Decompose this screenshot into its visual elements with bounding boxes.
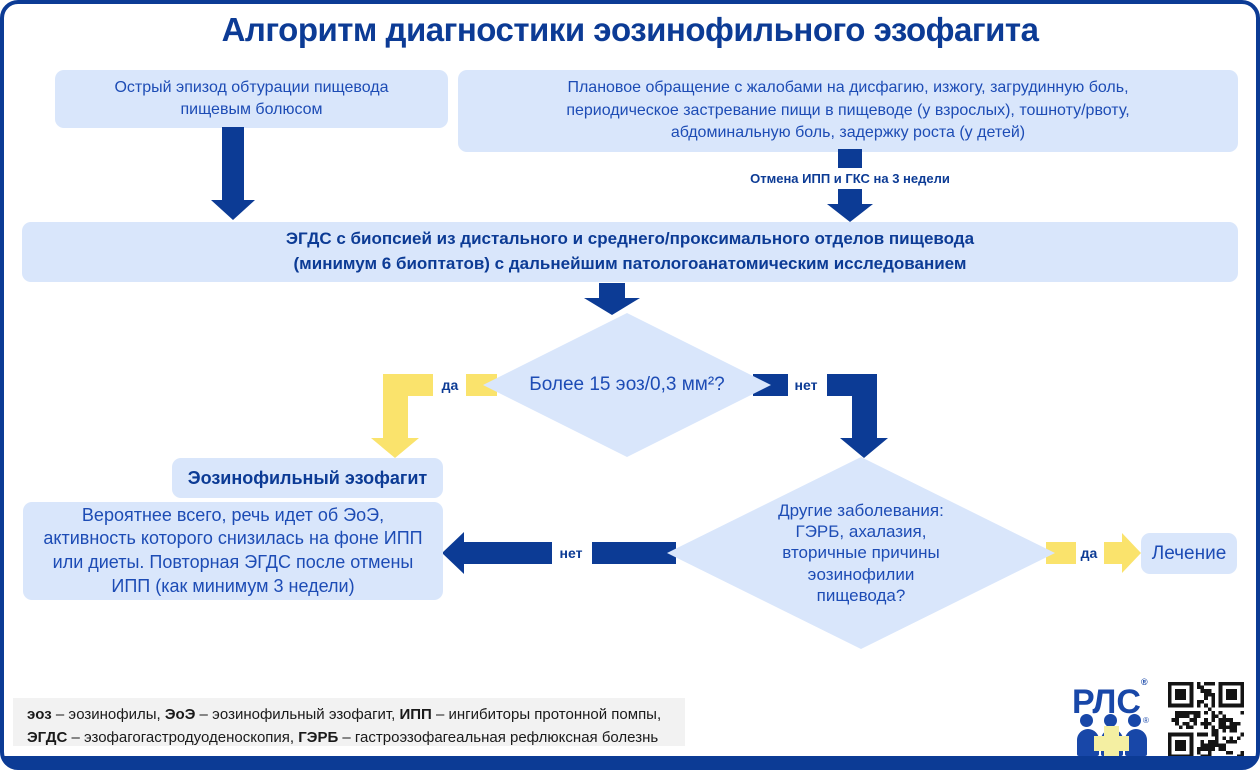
legend-line: эоз – эозинофилы, ЭоЭ – эозинофильный эз…	[27, 706, 662, 723]
yes2-stem	[1104, 542, 1122, 564]
box-likely-line1: Вероятнее всего, речь идет об ЭоЭ,	[81, 504, 385, 525]
diamond-other-line2: ГЭРБ, ахалазия,	[795, 522, 927, 542]
figure-body-icon	[1125, 729, 1147, 756]
figure-body-icon	[1077, 729, 1099, 756]
no1-label: нет	[794, 377, 818, 393]
arrow-egds-stem	[599, 283, 625, 299]
diamond-eos-count: Более 15 эоз/0,3 мм²?	[483, 313, 771, 457]
no2-stem	[464, 542, 552, 564]
box-acute-line2: пищевым болюсом	[180, 101, 323, 118]
diamond-other-line5: пищевода?	[816, 585, 906, 605]
box-planned-visit: Плановое обращение с жалобами на дисфаги…	[458, 70, 1238, 152]
yes2-segment	[1046, 542, 1076, 564]
yes1-arrow-head-icon	[371, 438, 419, 458]
box-acute-episode: Острый эпизод обтурации пищевода пищевым…	[55, 70, 448, 128]
withdrawal-label: Отмена ИПП и ГКС на 3 недели	[750, 171, 950, 186]
yes2-arrow-head-icon	[1122, 533, 1141, 573]
figure-head-icon	[1080, 714, 1093, 727]
abbreviations-legend: эоз – эозинофилы, ЭоЭ – эозинофильный эз…	[13, 698, 685, 746]
box-planned-line1: Плановое обращение с жалобами на дисфаги…	[567, 79, 1129, 97]
yes2-label: да	[1080, 545, 1098, 561]
box-likely-line2: активность которого снизилась на фоне ИП…	[43, 528, 423, 549]
box-planned-line3: абдоминальную боль, задержку роста (у де…	[670, 124, 1026, 142]
box-eoe-text: Эозинофильный эзофагит	[187, 467, 428, 488]
rls-logo-label: РЛС	[1072, 683, 1141, 721]
no2-arrow-head-icon	[442, 532, 464, 574]
figure-head-icon	[1104, 714, 1117, 727]
box-likely-line4: ИПП (как минимум 3 недели)	[111, 575, 355, 596]
box-likely-line3: или диеты. Повторная ЭГДС после отмены	[52, 552, 414, 572]
box-acute-line1: Острый эпизод обтурации пищевода	[114, 79, 389, 97]
qr-code	[1168, 682, 1244, 758]
rls-logo-text: РЛС®	[1072, 677, 1148, 721]
yes1-label: да	[441, 377, 459, 393]
no2-label: нет	[559, 545, 583, 561]
no1-elbow-vertical	[852, 396, 877, 438]
diamond-other-line4: эозинофилии	[807, 564, 915, 584]
no2-segment	[592, 542, 676, 564]
arrow-planned-stem	[838, 189, 862, 205]
figure-head-icon	[1128, 714, 1141, 727]
yes1-segment	[466, 374, 497, 396]
figures-reg-mark: ®	[1143, 716, 1149, 725]
bottom-accent-bar	[4, 756, 1256, 766]
arrow-acute-stem	[222, 127, 244, 201]
yes1-elbow-vertical	[383, 374, 408, 438]
yellow-cross-horizontal-icon	[1094, 736, 1129, 751]
rls-logo-figures-icon: ®	[1077, 714, 1149, 762]
diamond-other-line1: Другие заболевания:	[778, 500, 944, 520]
box-likely-eoe: Вероятнее всего, речь идет об ЭоЭ, актив…	[23, 502, 443, 600]
arrow-planned-head-icon	[827, 204, 873, 222]
no1-arrow-head-icon	[840, 438, 888, 458]
box-treatment-text: Лечение	[1151, 542, 1227, 564]
no1-elbow-horizontal	[827, 374, 877, 396]
diamond-eos-count-text: Более 15 эоз/0,3 мм²?	[529, 374, 725, 395]
legend-line: ЭГДС – эзофагогастродуоденоскопия, ГЭРБ …	[27, 729, 659, 747]
page-title: Алгоритм диагностики эозинофильного эзоф…	[221, 11, 1039, 48]
diamond-other-diseases: Другие заболевания: ГЭРБ, ахалазия, втор…	[667, 457, 1055, 649]
diamond-other-line3: вторичные причины	[782, 543, 940, 563]
box-egds-line2: (минимум 6 биоптатов) с дальнейшим патол…	[293, 254, 967, 273]
box-planned-line2: периодическое застревание пищи в пищевод…	[566, 101, 1130, 119]
box-egds: ЭГДС с биопсией из дистального и среднег…	[22, 222, 1238, 282]
arrow-acute-head-icon	[211, 200, 255, 220]
box-egds-line1: ЭГДС с биопсией из дистального и среднег…	[285, 229, 975, 249]
box-eoe-diagnosis: Эозинофильный эзофагит	[172, 458, 443, 498]
rls-reg-mark: ®	[1140, 677, 1148, 687]
box-treatment: Лечение	[1141, 533, 1237, 574]
arrow-egds-head-icon	[584, 298, 640, 315]
arrow-planned-stub	[838, 149, 862, 168]
